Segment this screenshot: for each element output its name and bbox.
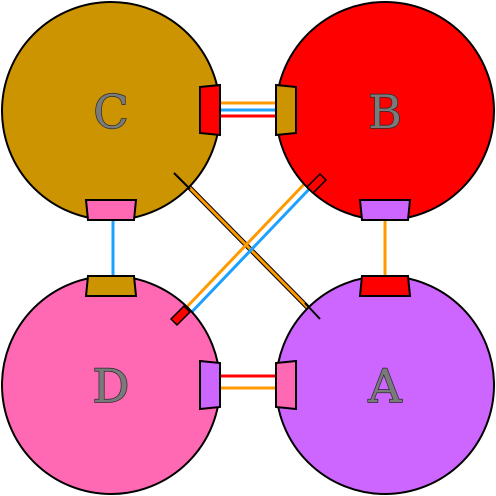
node-a-pin	[304, 302, 321, 320]
node-b-label: B	[368, 85, 402, 139]
node-d-label: D	[93, 359, 130, 413]
node-d[interactable]: D	[1, 275, 221, 495]
wire-d-a	[215, 374, 282, 390]
wire-c-d	[104, 214, 115, 280]
node-b-port-c	[275, 83, 297, 137]
node-b-port-a	[358, 199, 412, 221]
wire-b-d-orange	[180, 176, 312, 314]
wire-c-b	[215, 101, 280, 118]
node-d-port-b	[169, 304, 192, 327]
wire-b-d	[180, 176, 317, 319]
node-c[interactable]: C	[1, 1, 221, 221]
node-c-port-d	[84, 199, 138, 221]
node-a-port-b	[358, 275, 412, 297]
node-c-pin	[173, 172, 191, 190]
wire-b-d-blue	[185, 181, 317, 319]
node-a[interactable]: A	[275, 275, 495, 495]
node-c-port-b	[199, 83, 221, 137]
node-d-port-a	[199, 359, 221, 411]
node-d-port-c	[84, 275, 138, 297]
wire-b-a	[376, 214, 387, 280]
node-a-port-d	[275, 359, 297, 411]
node-a-label: A	[367, 359, 402, 413]
wire-c-a-orange	[186, 184, 320, 320]
node-c-label: C	[93, 85, 128, 139]
node-b-port-d	[305, 172, 328, 195]
node-b[interactable]: B	[275, 1, 495, 221]
wire-c-a	[186, 184, 320, 320]
